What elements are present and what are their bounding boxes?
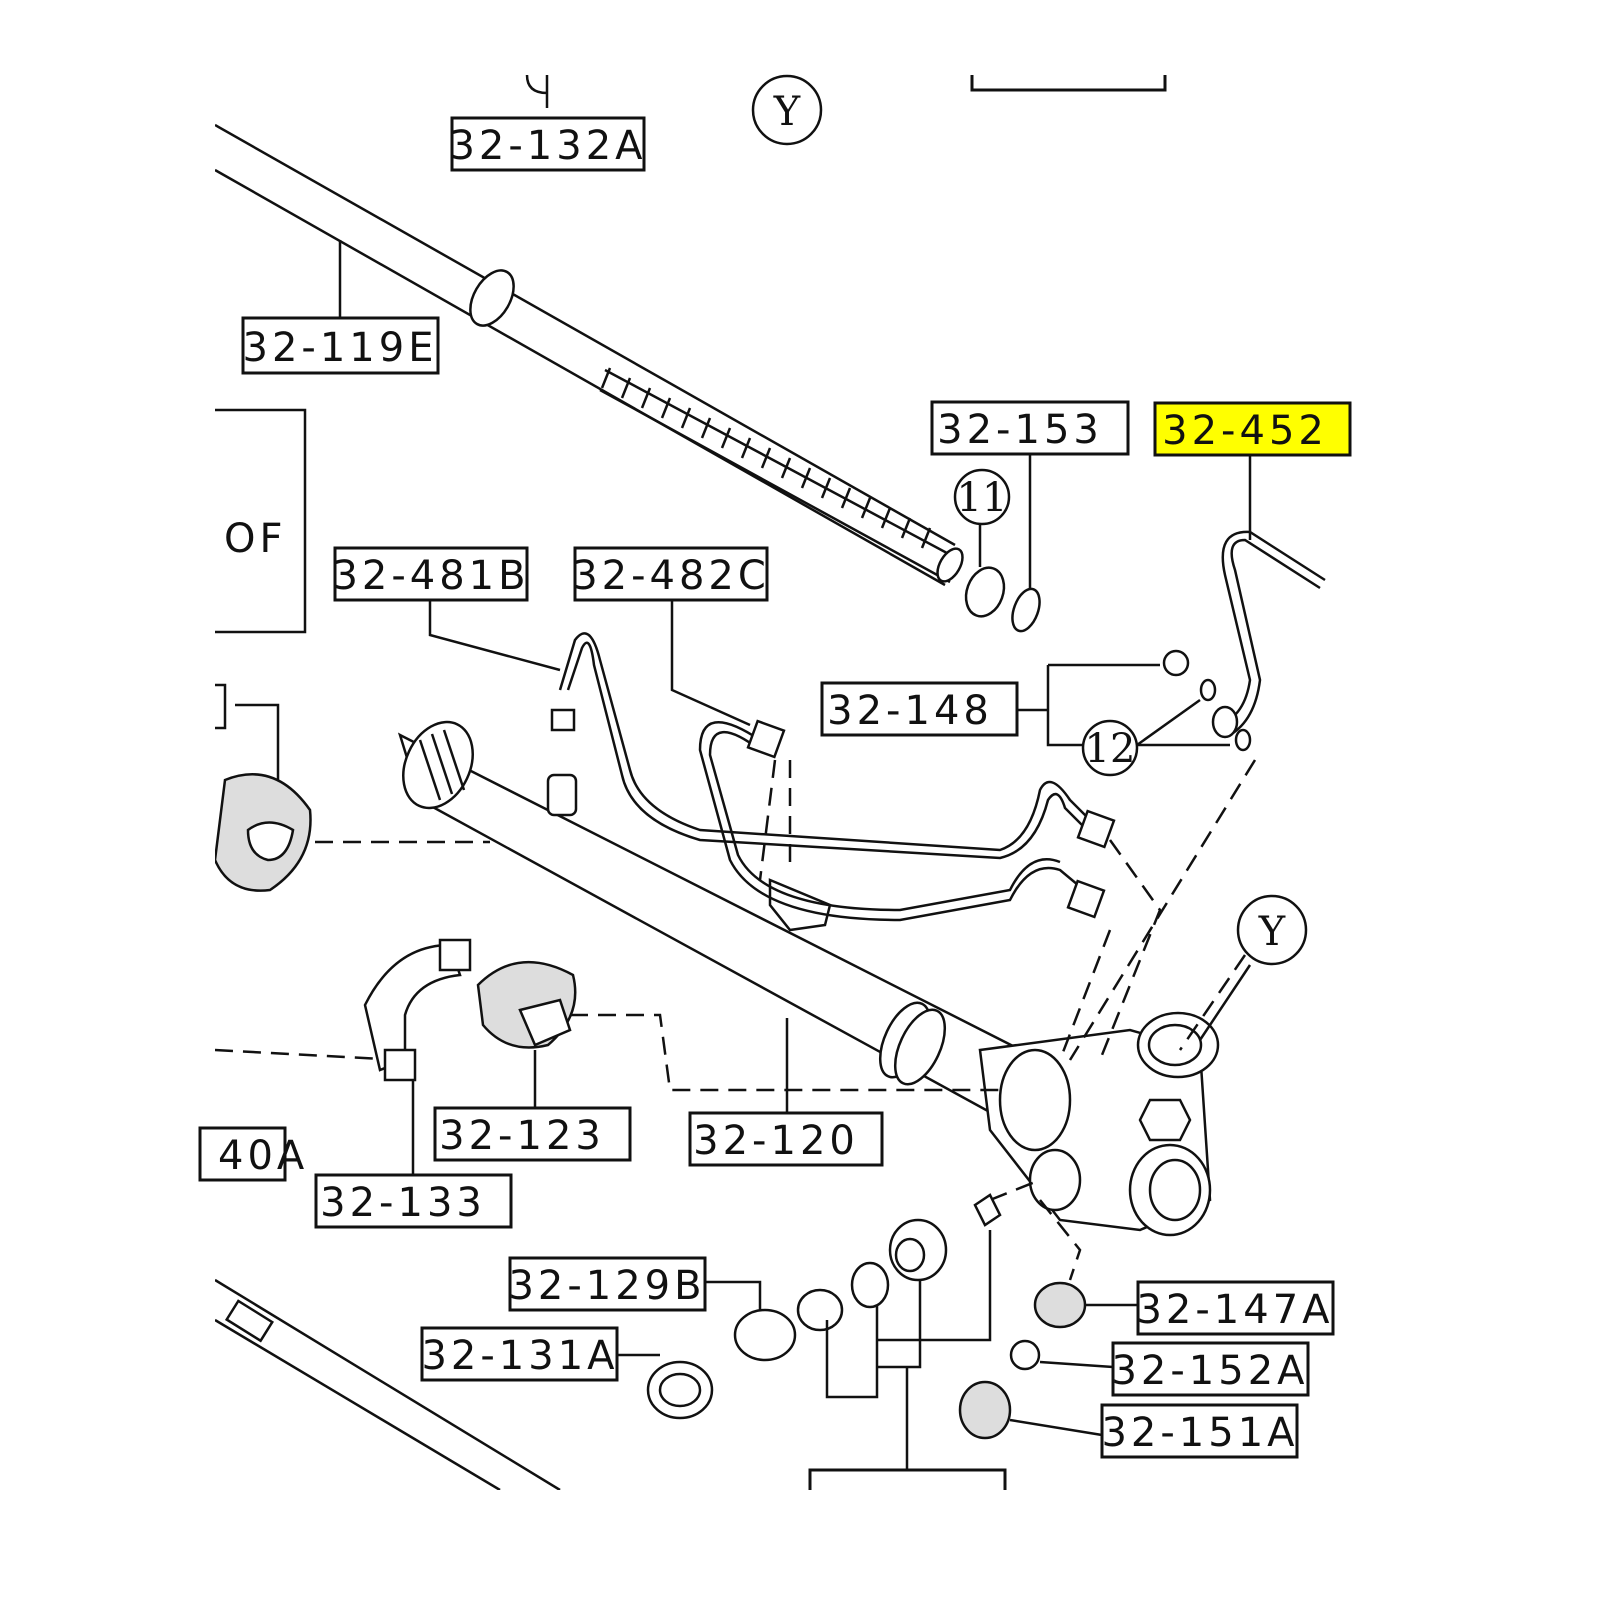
label-32-119E[interactable]: 32-119E (241, 316, 440, 375)
label-32-148[interactable]: 32-148 (820, 681, 1019, 737)
label-32-151A[interactable]: 32-151A (1100, 1403, 1299, 1459)
leader-lines (338, 240, 1252, 1470)
svg-text:32-147A: 32-147A (1136, 1287, 1333, 1333)
svg-text:32-119E: 32-119E (243, 325, 438, 371)
small-parts (646, 1193, 1087, 1440)
svg-text:32-152A: 32-152A (1111, 1348, 1308, 1394)
svg-text:32-482C: 32-482C (572, 553, 770, 599)
label-32-482C[interactable]: 32-482C (572, 546, 770, 602)
bushing-32-123 (476, 960, 577, 1049)
bushing-left (215, 773, 312, 892)
label-32-120[interactable]: 32-120 (688, 1111, 884, 1167)
label-32-133[interactable]: 32-133 (314, 1173, 513, 1229)
pipes (550, 530, 1326, 922)
side-note-box (215, 408, 307, 634)
label-32-131A[interactable]: 32-131A (420, 1326, 619, 1382)
label-box-partial-bottom (808, 1468, 1007, 1490)
svg-text:32-120: 32-120 (693, 1118, 859, 1164)
svg-text:32-132A: 32-132A (449, 123, 646, 169)
rack-housing-32-120 (397, 720, 1082, 1147)
tie-rod-32-119E (215, 123, 964, 587)
clamp-32-133 (363, 938, 472, 1082)
callout-12: 12 (1081, 719, 1139, 777)
dashed-guides (215, 759, 1257, 1281)
svg-text:40A: 40A (218, 1133, 308, 1179)
svg-text:32-481B: 32-481B (332, 553, 529, 599)
svg-text:32-153: 32-153 (937, 407, 1103, 453)
label-32-452-highlighted[interactable]: 32-452 (1153, 401, 1352, 457)
svg-text:Y: Y (1258, 909, 1286, 955)
svg-text:32-123: 32-123 (439, 1113, 605, 1159)
label-32-147A[interactable]: 32-147A (1136, 1280, 1335, 1336)
label-box-partial-top (970, 75, 1167, 92)
side-note-text: OF (224, 516, 287, 562)
svg-text:32-452: 32-452 (1162, 408, 1328, 454)
svg-text:11: 11 (957, 475, 1008, 521)
label-32-123[interactable]: 32-123 (433, 1106, 632, 1162)
label-32-153[interactable]: 32-153 (930, 400, 1130, 456)
svg-text:12: 12 (1085, 726, 1136, 772)
svg-text:32-129B: 32-129B (508, 1263, 705, 1309)
tie-rod-lower (215, 1278, 561, 1490)
callout-y-right: Y (1236, 894, 1308, 966)
label-32-481B[interactable]: 32-481B (332, 546, 529, 602)
label-40A-partial[interactable]: 40A (198, 1126, 308, 1182)
bracket-left (215, 683, 280, 810)
svg-text:32-131A: 32-131A (421, 1333, 618, 1379)
label-32-129B[interactable]: 32-129B (508, 1256, 707, 1312)
label-32-132A[interactable]: 32-132A (449, 116, 646, 172)
svg-text:Y: Y (773, 89, 801, 135)
svg-text:32-148: 32-148 (827, 688, 993, 734)
svg-text:32-133: 32-133 (320, 1180, 486, 1226)
pinion-valve-body (978, 1011, 1220, 1237)
leader-top (525, 75, 549, 108)
callout-11: 11 (953, 468, 1011, 526)
label-32-152A[interactable]: 32-152A (1111, 1341, 1310, 1397)
callout-y-top: Y (751, 74, 823, 146)
svg-text:32-151A: 32-151A (1101, 1410, 1298, 1456)
